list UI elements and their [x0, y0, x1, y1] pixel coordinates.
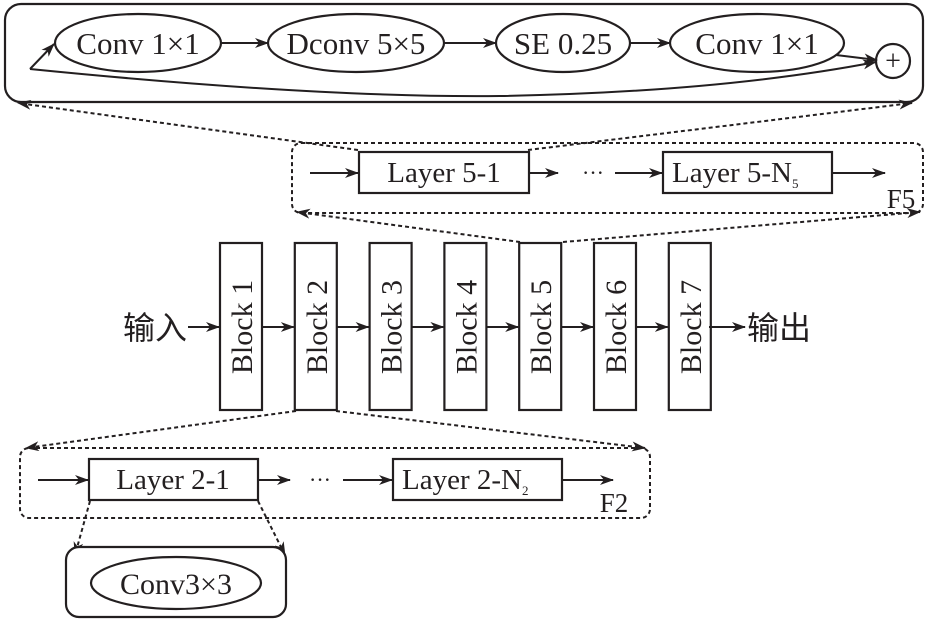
conv-panel: Conv3×3 — [64, 545, 288, 619]
f5-container — [291, 142, 924, 214]
layer-5-n: Layer 5-N5 — [661, 150, 834, 195]
layer-label: Layer 5-1 — [387, 157, 501, 189]
f2-label: F2 — [600, 488, 629, 518]
node-label: SE 0.25 — [514, 26, 612, 61]
ellipsis: ··· — [582, 160, 604, 185]
zoom-line-right — [562, 208, 921, 243]
layer-label: Layer 2-1 — [116, 464, 230, 496]
block-7: Block 7 — [667, 241, 712, 412]
mbconv-node-dconv5x5: Dconv 5×5 — [266, 12, 446, 74]
output-label: 输出 — [747, 310, 811, 346]
block-5: Block 5 — [518, 241, 563, 412]
node-label: Conv 1×1 — [76, 26, 199, 61]
f2-container — [19, 447, 651, 519]
plus-icon: + — [885, 46, 901, 77]
block-1: Block 1 — [218, 241, 264, 412]
node-label: Conv3×3 — [120, 568, 232, 601]
mbconv-panel: Conv 1×1 Dconv 5×5 SE 0.25 Conv 1×1 + — [3, 2, 925, 104]
layer-subscript: 2 — [522, 483, 529, 498]
block-label: Block 5 — [525, 280, 558, 374]
block-3: Block 3 — [368, 241, 413, 412]
block-rect — [443, 241, 488, 412]
block-label: Block 3 — [376, 280, 409, 374]
node-label: Conv 1×1 — [695, 26, 818, 61]
block-rect — [293, 241, 338, 412]
block-label: Block 2 — [301, 280, 334, 374]
layer-2-1: Layer 2-1 — [87, 457, 260, 502]
layer-label: Layer 2-N2 — [402, 464, 528, 498]
block-2: Block 2 — [293, 241, 338, 412]
zoom-line-left — [73, 500, 91, 556]
mbconv-node-se: SE 0.25 — [494, 12, 632, 74]
f5-label: F5 — [887, 184, 916, 214]
block-rect — [592, 241, 638, 412]
zoom-line-right — [257, 500, 286, 556]
backbone: 输入 Block 1 Block 2 Block 3 Block 4 Block 5 Bl… — [123, 241, 811, 412]
mbconv-node-conv1x1-a: Conv 1×1 — [53, 12, 223, 74]
block-4: Block 4 — [443, 241, 488, 412]
block-label: Block 6 — [600, 280, 633, 374]
block-rect — [368, 241, 413, 412]
block-label: Block 7 — [675, 280, 708, 374]
ellipsis: ··· — [309, 467, 331, 492]
conv3x3-node — [89, 555, 263, 611]
zoom-line-left — [17, 99, 359, 151]
block-label: Block 1 — [226, 280, 259, 374]
stage-f2: Layer 2-1 ··· Layer 2-N2 F2 — [19, 447, 651, 519]
arrow-conv-to-sum — [835, 53, 878, 64]
layer-5-1: Layer 5-1 — [357, 150, 531, 195]
block-label: Block 4 — [450, 280, 483, 374]
zoom-line-left — [296, 208, 521, 243]
block-rect — [518, 241, 563, 412]
stage-f5: Layer 5-1 ··· Layer 5-N5 F5 — [291, 142, 924, 214]
skip-connection — [29, 59, 877, 98]
layer-label-base: Layer 2-N — [402, 464, 522, 496]
sum-node: + — [874, 42, 912, 80]
node-label: Dconv 5×5 — [287, 26, 426, 61]
layer-label-base: Layer 5-N — [672, 157, 792, 189]
block-rect — [218, 241, 264, 412]
input-label: 输入 — [123, 310, 187, 346]
zoom-line-left — [25, 410, 297, 452]
zoom-line-right — [335, 410, 646, 452]
mbconv-node-conv1x1-b: Conv 1×1 — [668, 12, 846, 74]
layer-2-n: Layer 2-N2 — [391, 457, 564, 502]
block-6: Block 6 — [592, 241, 638, 412]
layer-label: Layer 5-N5 — [672, 157, 798, 191]
layer-subscript: 5 — [792, 176, 799, 191]
arrow-input-to-conv — [29, 43, 55, 70]
